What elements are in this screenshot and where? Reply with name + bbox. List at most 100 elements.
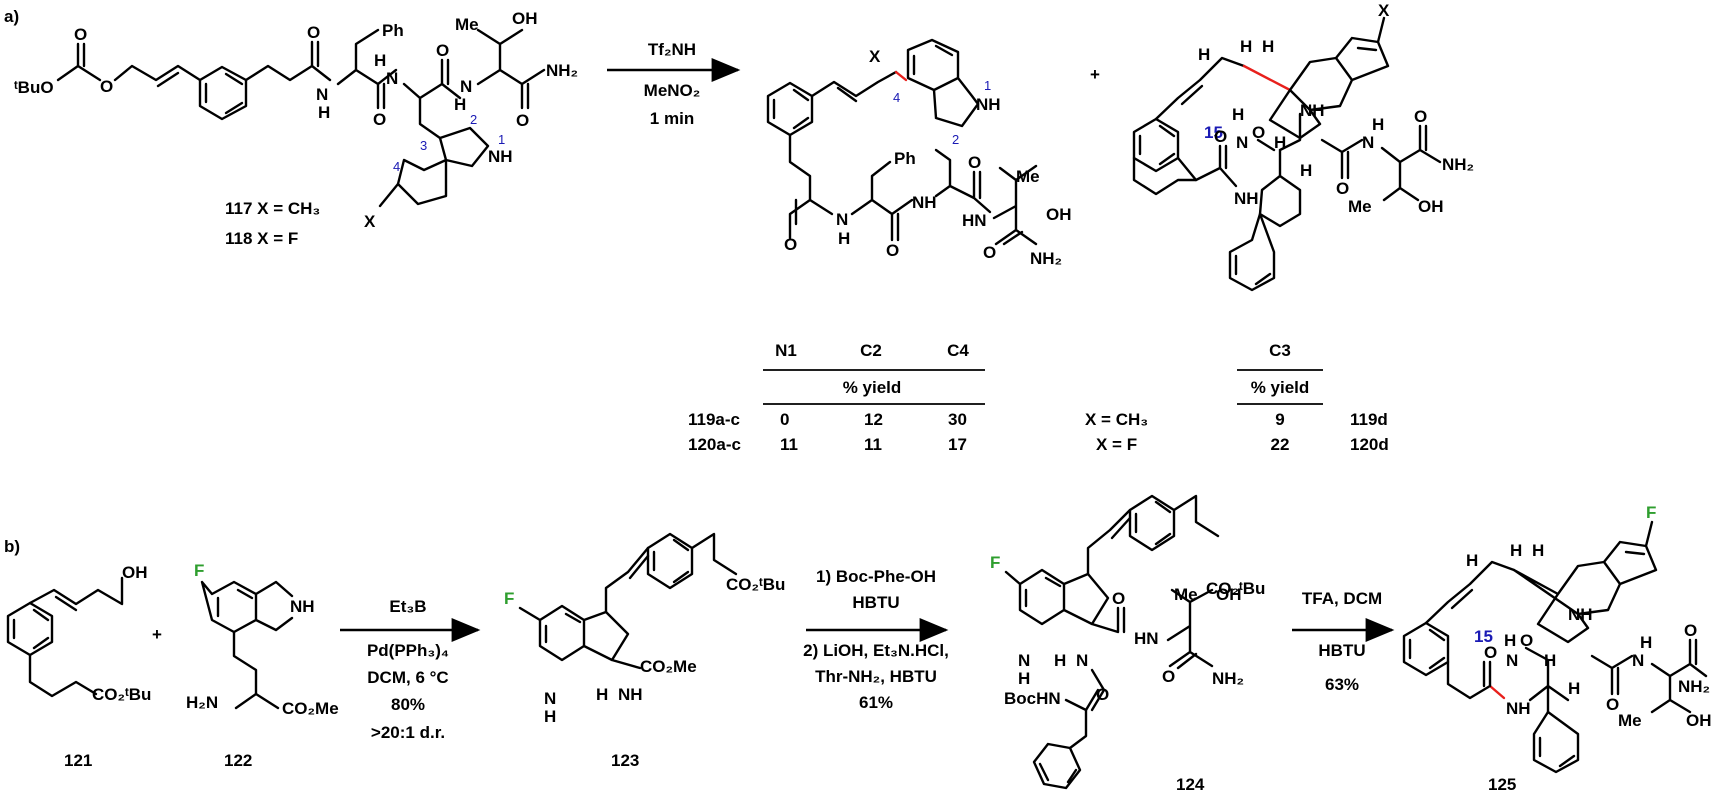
amide-o-2: O [373,110,386,129]
plus-b: + [152,625,162,644]
nh-124: N [1018,651,1030,670]
h-ch2-2: H [1262,37,1274,56]
nh-2: N [386,69,398,88]
nh2-125: NH₂ [1678,677,1710,696]
compound-122: F NH H₂N CO₂Me 122 [186,561,339,770]
f-122: F [194,561,204,580]
carbonyl-o: O [74,25,87,44]
h-125-2: H [1532,541,1544,560]
thr-me: Me [455,15,479,34]
th-yield-right: % yield [1251,378,1310,397]
h-125-3: H [1504,631,1516,650]
nh-123-a-h: H [544,707,556,726]
oh-prod: OH [1046,205,1072,224]
o-prod-d-4: O [1414,107,1427,126]
nh-123-a: N [544,689,556,708]
nh-124-h: H [1018,669,1030,688]
row2-c4: 17 [948,435,967,454]
ring-size-b: 15 [1474,627,1493,646]
f-125: F [1646,503,1656,522]
h-prod-d-4: H [1372,115,1384,134]
n-125: N [1506,651,1518,670]
nh-1: N [316,85,328,104]
o-124-2: O [1162,667,1175,686]
label-124: 124 [1176,775,1205,794]
reagent-et3b: Et₃B [389,597,426,616]
row2-n1: 11 [780,435,798,454]
o-prod-d-3: O [1336,179,1349,198]
oh-125: OH [1686,711,1712,730]
row2-label: 120a-c [688,435,741,454]
step3-line3: 63% [1325,675,1359,694]
o-prod-3: O [968,153,981,172]
o-124-3: O [1096,685,1109,704]
co2tbu-121: CO₂ᵗBu [92,685,151,704]
n-124: N [1076,651,1088,670]
n-prod-d: N [1236,133,1248,152]
nh-indole-prod: NH [976,95,1001,114]
me-prod-d: Me [1348,197,1372,216]
step2-line2: HBTU [852,593,899,612]
nh-prod-2: NH [912,193,937,212]
cond-dcm: DCM, 6 °C [367,668,448,687]
h2n-122: H₂N [186,693,218,712]
reagent-tf2nh: Tf₂NH [648,40,696,59]
substrate-117-118: ᵗBuO O O O N H Ph O H N O N H Me OH O NH… [14,9,578,248]
th-yield-left: % yield [843,378,902,397]
num-1: 1 [498,132,505,147]
oh-prod-d: OH [1418,197,1444,216]
f-123: F [504,589,514,608]
label-122: 122 [224,751,252,770]
th-c4: C4 [947,341,969,360]
num-3: 3 [420,138,427,153]
o-125-1: O [1484,643,1497,662]
yield-table-right: C3 % yield X = CH₃ 9 119d X = F 22 120d [1085,341,1389,454]
h-125-6: H [1640,633,1652,652]
indole-nh: NH [488,147,513,166]
ring-size-a: 15 [1204,123,1223,142]
o-prod-2: O [886,241,899,260]
nh2-prod-d: NH₂ [1442,155,1474,174]
label-125: 125 [1488,775,1516,794]
tbuo-label: ᵗBuO [14,78,54,97]
nh-prod-1: N [836,210,848,229]
cond-dr: >20:1 d.r. [371,723,445,742]
o-prod-1: O [784,235,797,254]
substituent-x: X [364,212,376,231]
nh-123-b: NH [618,685,643,704]
f-124: F [990,553,1000,572]
me-prod: Me [1016,167,1040,186]
row1-c2: 12 [864,410,883,429]
num-2: 2 [470,112,477,127]
step2-line1: 1) Boc-Phe-OH [816,567,936,586]
co2me-123: CO₂Me [640,657,697,676]
h-125-4: H [1544,651,1556,670]
row2-c3: 22 [1271,435,1290,454]
h-124: H [1054,651,1066,670]
oh-124: OH [1216,585,1242,604]
time-1min: 1 min [650,109,694,128]
h-ch2-1: H [1240,37,1252,56]
hn-prod: HN [962,211,987,230]
product-119-120-abc: X 4 1 2 NH O N H Ph O NH O HN Me OH O NH… [766,38,1072,268]
hn-124: HN [1134,629,1159,648]
nh-prod-d-1: NH [1234,189,1259,208]
step2-line5: 61% [859,693,893,712]
nh-2-h: H [374,51,386,70]
th-c2: C2 [860,341,882,360]
label-117: 117 X = CH₃ [225,199,320,218]
nh-122: NH [290,597,315,616]
step3-line2: HBTU [1318,641,1365,660]
panel-a-label: a) [4,7,19,26]
o-prod-d-2: O [1252,123,1265,142]
row1-n1: 0 [780,410,789,429]
row1-c4: 30 [948,410,967,429]
ester-o: O [100,77,113,96]
amide-o-1: O [307,23,320,42]
oh-121: OH [122,563,148,582]
compound-125: H H H F NH 15 H N H O NH O H O N H O NH₂… [1402,503,1712,794]
x-prod-d: X [1378,1,1390,20]
o-125-4: O [1684,621,1697,640]
nh-prod-1-h: H [838,229,850,248]
h-125-1: H [1510,541,1522,560]
